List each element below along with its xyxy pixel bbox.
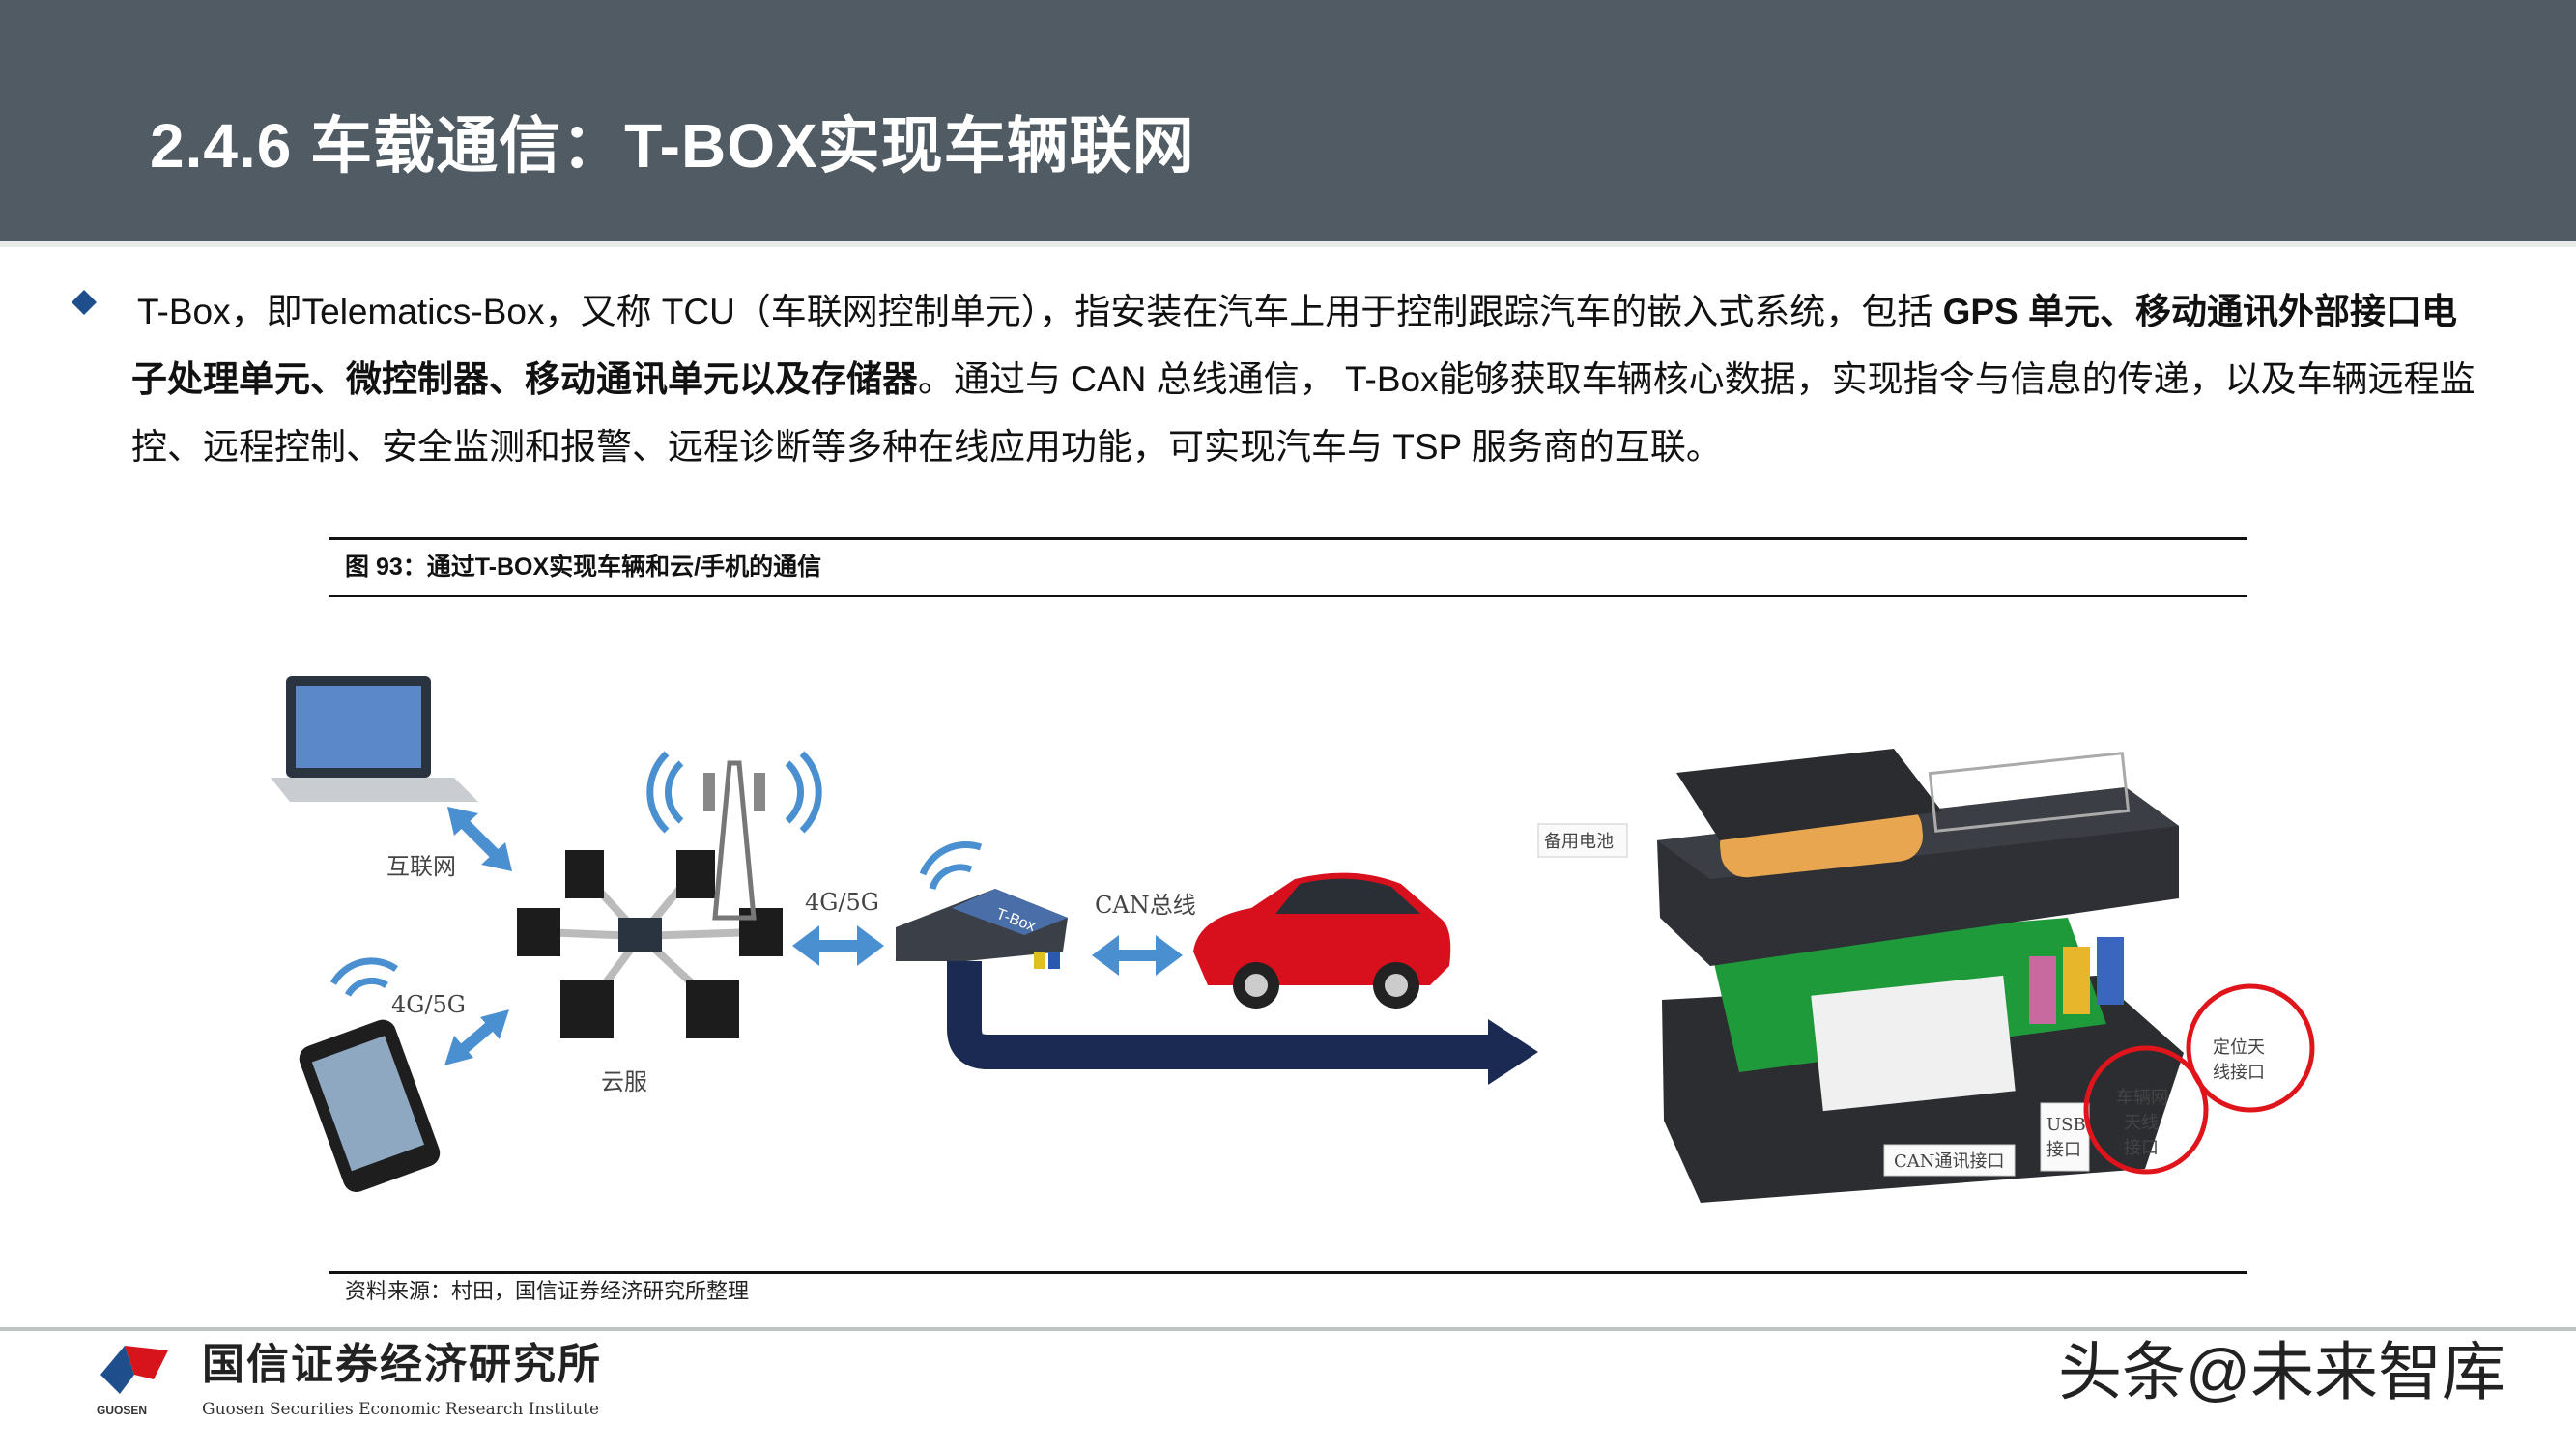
logo-english-name: Guosen Securities Economic Research Inst… (202, 1400, 600, 1419)
label-4g5g-phone: 4G/5G (391, 991, 466, 1018)
label-usb-l2: 接口 (2046, 1140, 2081, 1160)
cell-tower-icon (646, 751, 822, 921)
highlight-circle-gps (2186, 983, 2315, 1113)
label-can-bus: CAN总线 (1095, 892, 1196, 919)
flow-arrow-icon (947, 961, 1538, 1085)
label-can-port: CAN通讯接口 (1894, 1151, 2005, 1172)
header-divider (0, 242, 2576, 247)
label-backup-battery: 备用电池 (1544, 832, 1614, 852)
figure-bottom-rule (329, 1271, 2247, 1274)
logo-chinese-name: 国信证券经济研究所 (202, 1340, 602, 1389)
double-arrow-internet (447, 807, 512, 871)
double-arrow-phone (444, 1009, 509, 1065)
label-v2x-l3: 接口 (2124, 1138, 2159, 1158)
label-gps-l2: 线接口 (2213, 1063, 2265, 1083)
guosen-logo: GUOSEN 国信证券经济研究所 Guosen Securities Econo… (91, 1341, 632, 1437)
intro-text-1: T-Box，即Telematics-Box，又称 TCU（车联网控制单元），指安… (137, 292, 1943, 331)
callout-labels: 备用电池 CAN通讯接口 USB 接口 车辆网 天线 接口 定位天 线接口 (1537, 823, 2315, 1177)
figure-caption-rule (329, 595, 2247, 597)
header-band: 2.4.6 车载通信：T-BOX实现车辆联网 (0, 0, 2576, 242)
intro-text-2: 。通过与 CAN 总线通信， T-Box能够获取车辆核心数据，实现指令与信息的传… (131, 359, 2476, 467)
double-arrow-can (1092, 935, 1183, 976)
laptop-icon (271, 676, 478, 802)
double-arrow-4g5g (792, 925, 884, 966)
label-v2x-l2: 天线 (2124, 1113, 2159, 1133)
tbox-exploded-view (1657, 749, 2184, 1203)
guosen-logo-mark-icon (100, 1346, 168, 1394)
logo-abbr: GUOSEN (97, 1404, 148, 1417)
page-title: 2.4.6 车载通信：T-BOX实现车辆联网 (150, 111, 1195, 181)
footer-divider (0, 1327, 2576, 1331)
figure-top-rule (329, 537, 2247, 540)
label-usb-l1: USB (2046, 1115, 2086, 1135)
label-cloud: 云服 (601, 1068, 647, 1095)
label-gps-l1: 定位天 (2213, 1037, 2265, 1058)
diamond-bullet-icon (72, 290, 97, 315)
label-v2x-l1: 车辆网 (2116, 1088, 2168, 1108)
tbox-device-icon: T-Box (896, 841, 1068, 969)
intro-paragraph: T-Box，即Telematics-Box，又称 TCU（车联网控制单元），指安… (131, 278, 2489, 481)
cloud-server-cluster-icon (517, 850, 783, 1038)
label-internet: 互联网 (386, 853, 456, 880)
figure-caption: 图 93：通过T-BOX实现车辆和云/手机的通信 (345, 554, 822, 581)
smartphone-icon (299, 957, 441, 1193)
highlight-circle-v2x (2083, 1045, 2209, 1175)
intro-text-bold: GPS 单元、移动通讯外部接口电子处理单元、微控制器、移动通讯单元以及存储器 (131, 292, 2458, 399)
watermark: 头条@未来智库 (2058, 1336, 2505, 1407)
figure-source: 资料来源：村田，国信证券经济研究所整理 (345, 1280, 750, 1304)
label-4g5g-top: 4G/5G (805, 889, 879, 916)
car-icon (1193, 872, 1451, 1009)
